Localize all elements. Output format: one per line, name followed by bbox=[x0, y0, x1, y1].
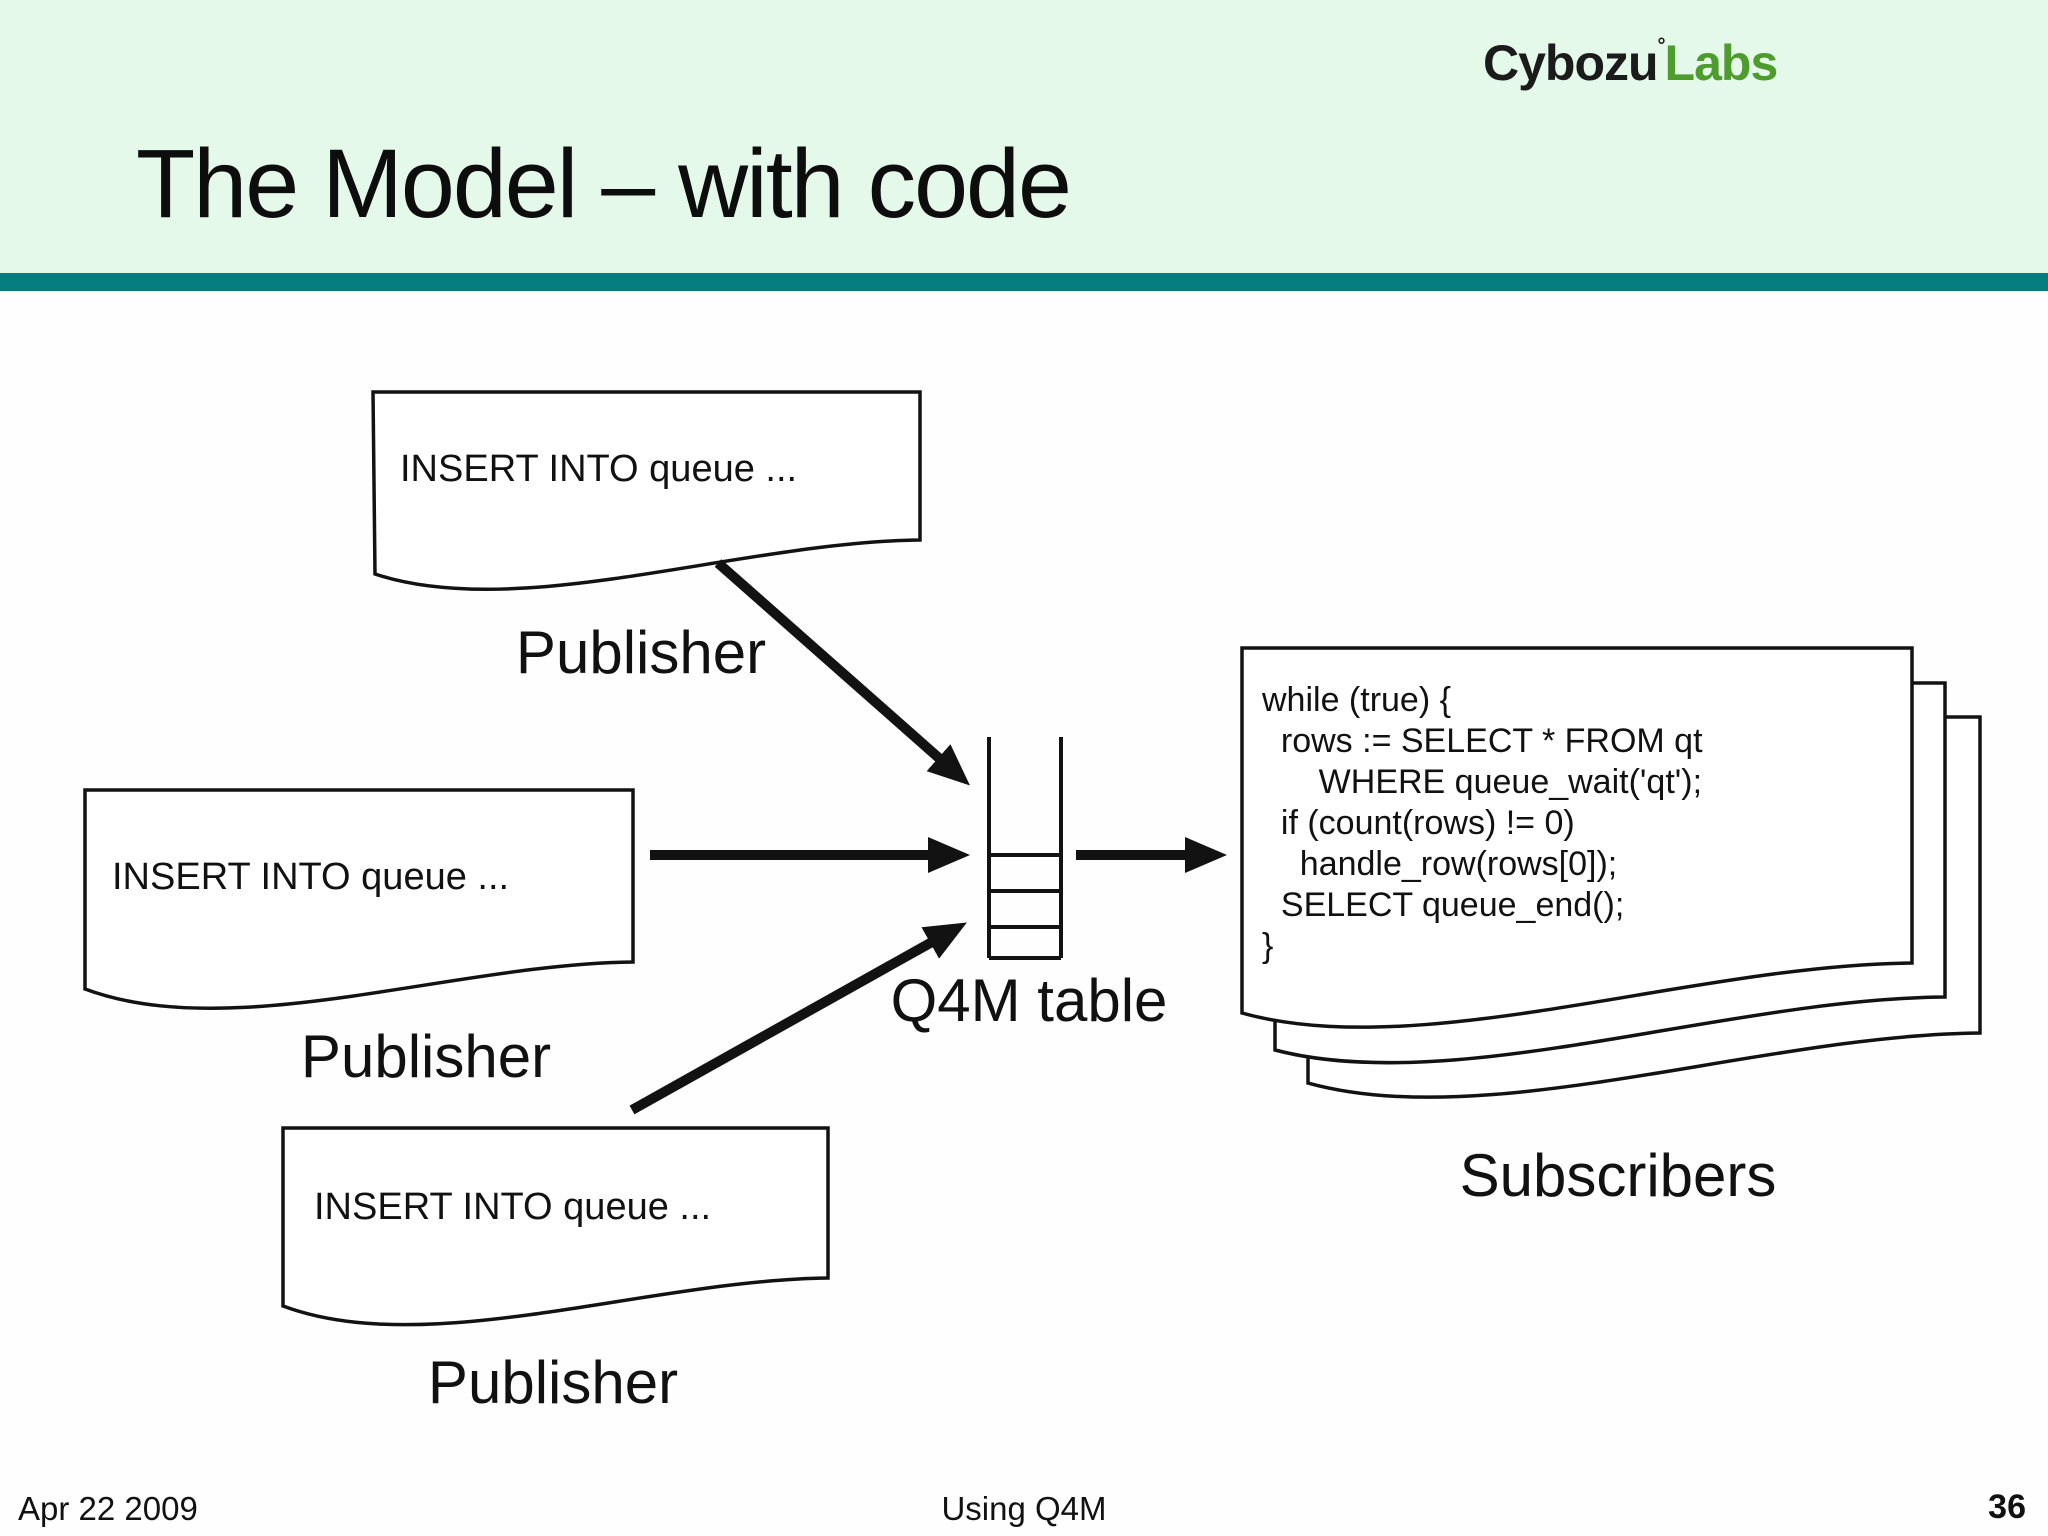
publisher-doc-bottom bbox=[281, 1126, 830, 1327]
header-band bbox=[0, 0, 2048, 273]
page-title: The Model – with code bbox=[136, 129, 1072, 238]
logo-registered-mark: ° bbox=[1657, 35, 1666, 57]
queue-shape bbox=[987, 737, 1063, 960]
arrow-bottom-publisher-to-queue bbox=[629, 922, 967, 1115]
publisher-box-text: INSERT INTO queue ... bbox=[400, 448, 798, 490]
footer-title: Using Q4M bbox=[941, 1490, 1107, 1527]
divider-bar bbox=[0, 273, 2048, 291]
logo-brand: Cybozu bbox=[1483, 35, 1659, 91]
cybozu-labs-logo: Cybozu°Labs bbox=[1483, 34, 1779, 92]
publisher-doc-top bbox=[371, 390, 922, 591]
publisher-label: Publisher bbox=[515, 619, 767, 686]
publisher-box-text: INSERT INTO queue ... bbox=[314, 1186, 712, 1228]
publisher-box-text: INSERT INTO queue ... bbox=[112, 856, 510, 898]
subscriber-doc-front bbox=[1240, 646, 1914, 1029]
publisher-label: Publisher bbox=[427, 1349, 679, 1416]
arrow-top-publisher-to-queue bbox=[714, 559, 970, 786]
publisher-doc-middle bbox=[83, 788, 635, 1011]
subscriber-code: while (true) { rows := SELECT * FROM qt … bbox=[1262, 681, 1703, 965]
footer-date: Apr 22 2009 bbox=[18, 1490, 198, 1527]
queue-label: Q4M table bbox=[890, 967, 1168, 1034]
subscribers-label: Subscribers bbox=[1459, 1142, 1777, 1209]
publisher-label: Publisher bbox=[300, 1023, 552, 1090]
logo-suffix: Labs bbox=[1664, 35, 1779, 91]
footer-page-number: 36 bbox=[1988, 1488, 2026, 1526]
